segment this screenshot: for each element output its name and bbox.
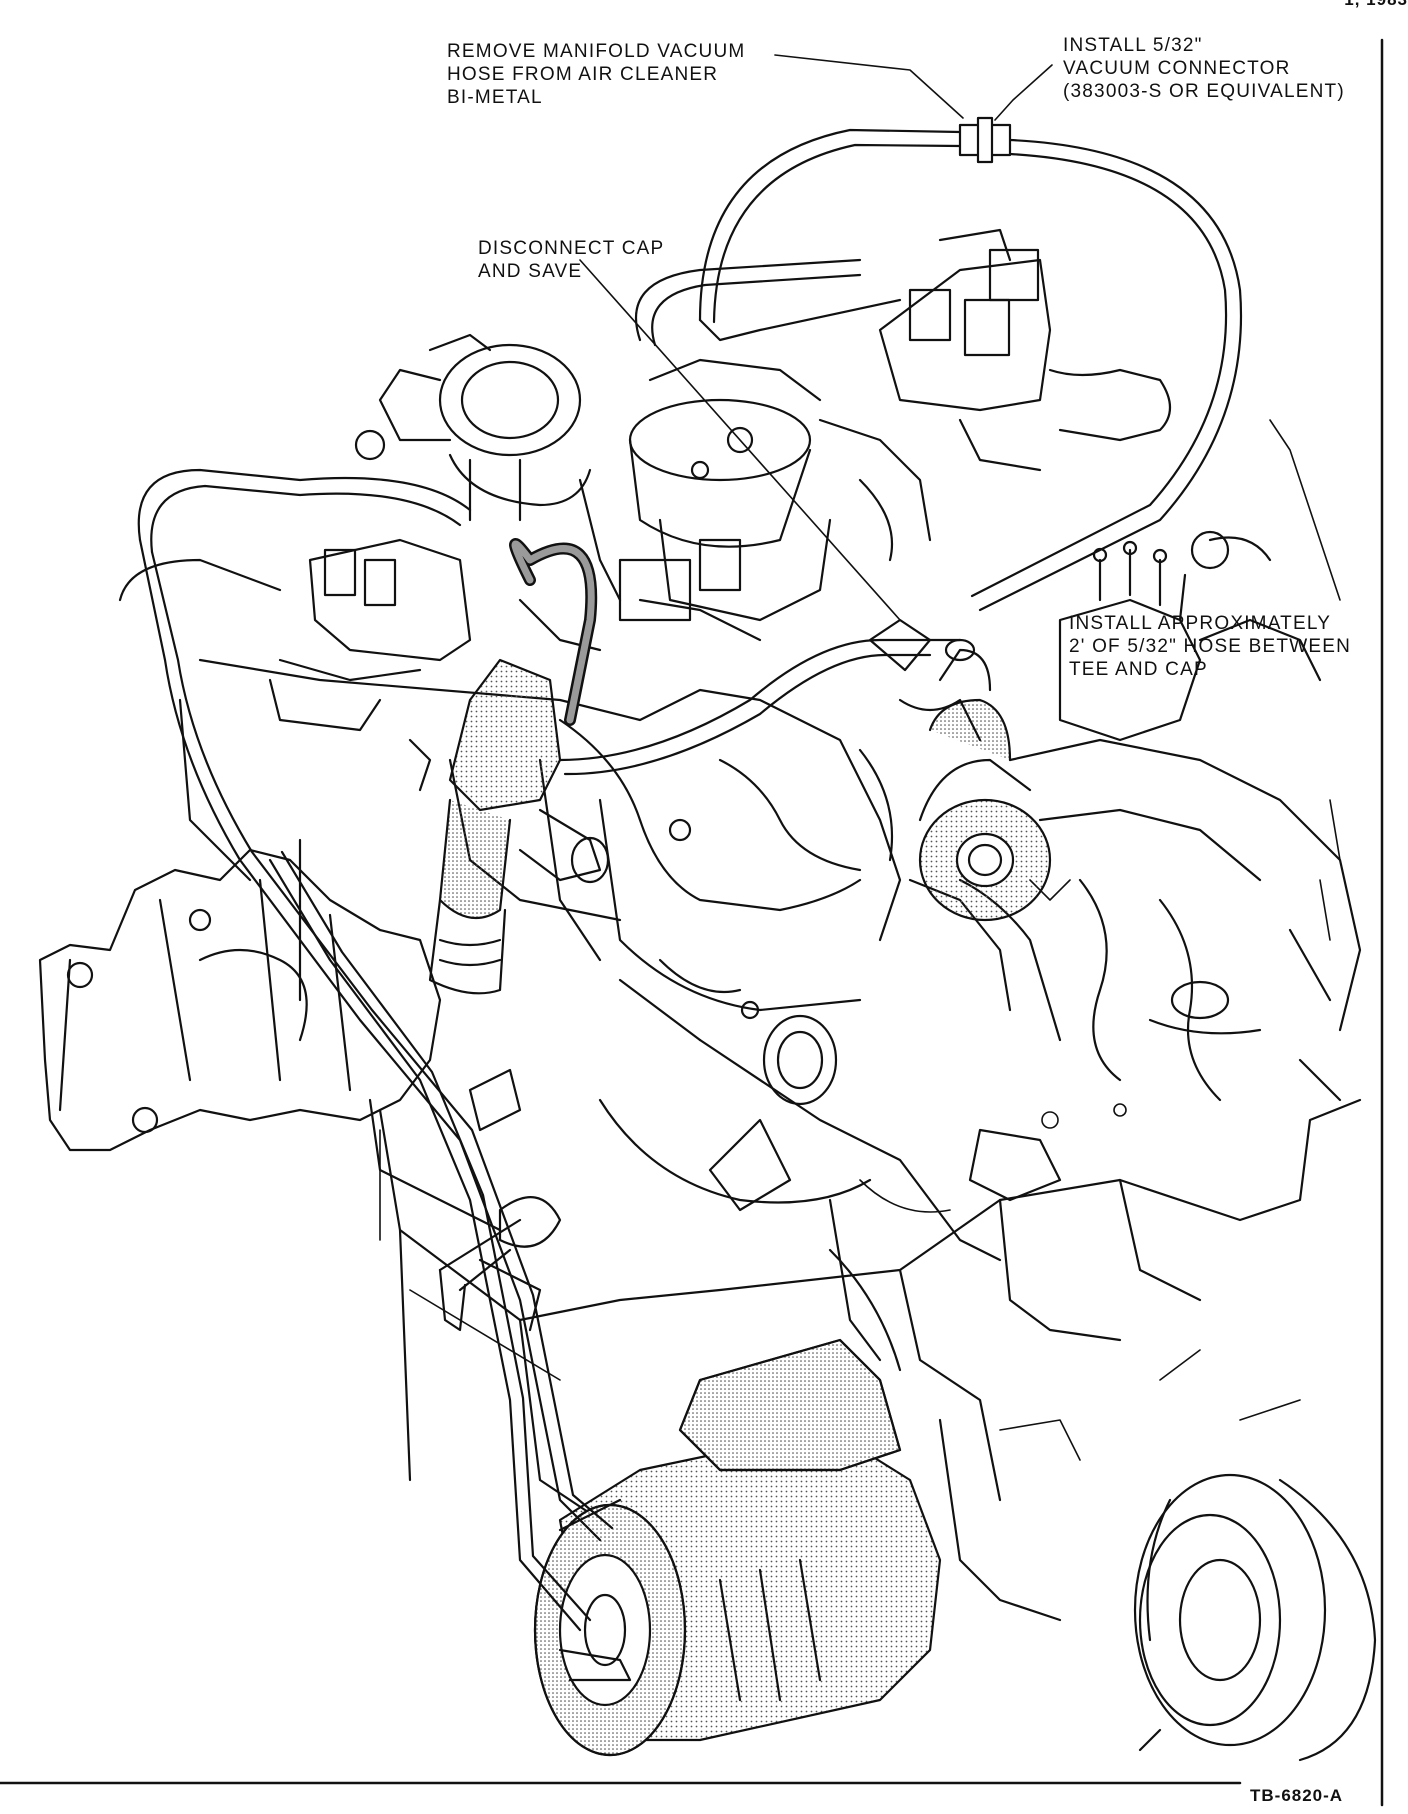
callout-line: 2' OF 5/32" HOSE BETWEEN (1069, 636, 1352, 657)
callout-line: HOSE FROM AIR CLEANER (447, 64, 719, 85)
pulley (1133, 1473, 1377, 1762)
callout-line: (383003-S OR EQUIVALENT) (1063, 81, 1345, 102)
callout-disconnect-cap: DISCONNECT CAP AND SAVE (478, 237, 664, 283)
figure-id: TB-6820-A (1250, 1786, 1344, 1805)
callout-remove-hose: REMOVE MANIFOLD VACUUM HOSE FROM AIR CLE… (447, 40, 745, 109)
callout-line: DISCONNECT CAP (478, 238, 665, 259)
callout-line: INSTALL 5/32" (1063, 35, 1203, 56)
exhaust-manifold (38, 838, 442, 1152)
left-solenoid (268, 538, 472, 732)
carburetor (578, 358, 932, 622)
carbon-canister (533, 1338, 942, 1757)
callout-line: VACUUM CONNECTOR (1063, 58, 1291, 79)
corner-fragment: 1, 1983 (1344, 0, 1408, 10)
callout-line: REMOVE MANIFOLD VACUUM (447, 41, 746, 62)
callout-line: INSTALL APPROXIMATELY (1069, 613, 1332, 634)
callout-install-hose: INSTALL APPROXIMATELY 2' OF 5/32" HOSE B… (1069, 612, 1351, 681)
distributor (1058, 530, 1322, 742)
callout-line: TEE AND CAP (1069, 659, 1208, 680)
vacuum-hoses (118, 116, 1243, 1682)
detail-lines (379, 799, 1341, 1461)
leader-lines (579, 54, 1341, 621)
engine-block (368, 978, 1362, 1622)
pcv-valve (408, 538, 610, 995)
callout-install-connector: INSTALL 5/32" VACUUM CONNECTOR (383003-S… (1063, 34, 1345, 103)
egr-valve (354, 333, 592, 522)
vacuum-solenoid (878, 228, 1172, 472)
callout-line: AND SAVE (478, 261, 583, 282)
air-pump (918, 638, 1052, 922)
callout-line: BI-METAL (447, 87, 543, 108)
